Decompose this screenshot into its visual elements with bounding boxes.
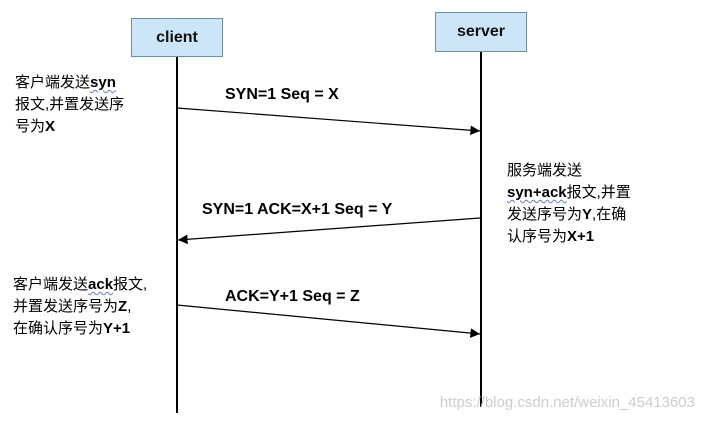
note-text: 认序号为	[507, 228, 568, 245]
note-text: ,在确	[592, 206, 627, 223]
ack-message-label: ACK=Y+1 Seq = Z	[225, 288, 360, 305]
note-keyword: X+1	[567, 228, 595, 245]
note-keyword: Y	[582, 206, 593, 223]
client-lifeline	[176, 57, 178, 413]
note-keyword: ack	[88, 276, 114, 293]
note-keyword: Y+1	[103, 320, 131, 337]
client-ack-note: 客户端发送ack报文, 并置发送序号为Z, 在确认序号为Y+1	[13, 274, 147, 340]
note-text: 号为	[15, 118, 46, 135]
client-syn-note: 客户端发送syn 报文,并置发送序 号为X	[15, 72, 124, 138]
client-participant-box: client	[131, 18, 223, 57]
note-text: 报文,并置	[566, 184, 631, 201]
client-label: client	[156, 28, 198, 46]
watermark-text: https://blog.csdn.net/weixin_45413603	[439, 394, 695, 411]
syn-message-label: SYN=1 Seq = X	[225, 86, 339, 103]
note-keyword: Z	[118, 298, 128, 315]
note-text: 在确认序号为	[13, 320, 104, 337]
note-keyword: syn	[90, 74, 116, 91]
note-text: 发送序号为	[507, 206, 583, 223]
syn-arrow	[176, 107, 481, 136]
syn-ack-message-label: SYN=1 ACK=X+1 Seq = Y	[202, 201, 393, 218]
note-text: 报文,并置发送序	[15, 96, 125, 113]
note-text: 客户端发送	[13, 276, 89, 293]
server-lifeline	[480, 52, 482, 407]
note-text: ,	[127, 298, 132, 315]
note-keyword: X	[45, 118, 56, 135]
server-participant-box: server	[435, 12, 527, 52]
server-label: server	[456, 23, 506, 40]
note-text: 服务端发送	[507, 162, 583, 179]
ack-arrow	[176, 304, 481, 338]
note-text: 客户端发送	[15, 74, 91, 91]
note-text: 并置发送序号为	[13, 298, 119, 315]
note-text: 报文,	[113, 276, 148, 293]
syn-ack-arrow	[177, 217, 481, 245]
note-keyword: syn+ack	[507, 184, 567, 201]
server-syn-ack-note: 服务端发送 syn+ack报文,并置 发送序号为Y,在确 认序号为X+1	[507, 160, 631, 248]
